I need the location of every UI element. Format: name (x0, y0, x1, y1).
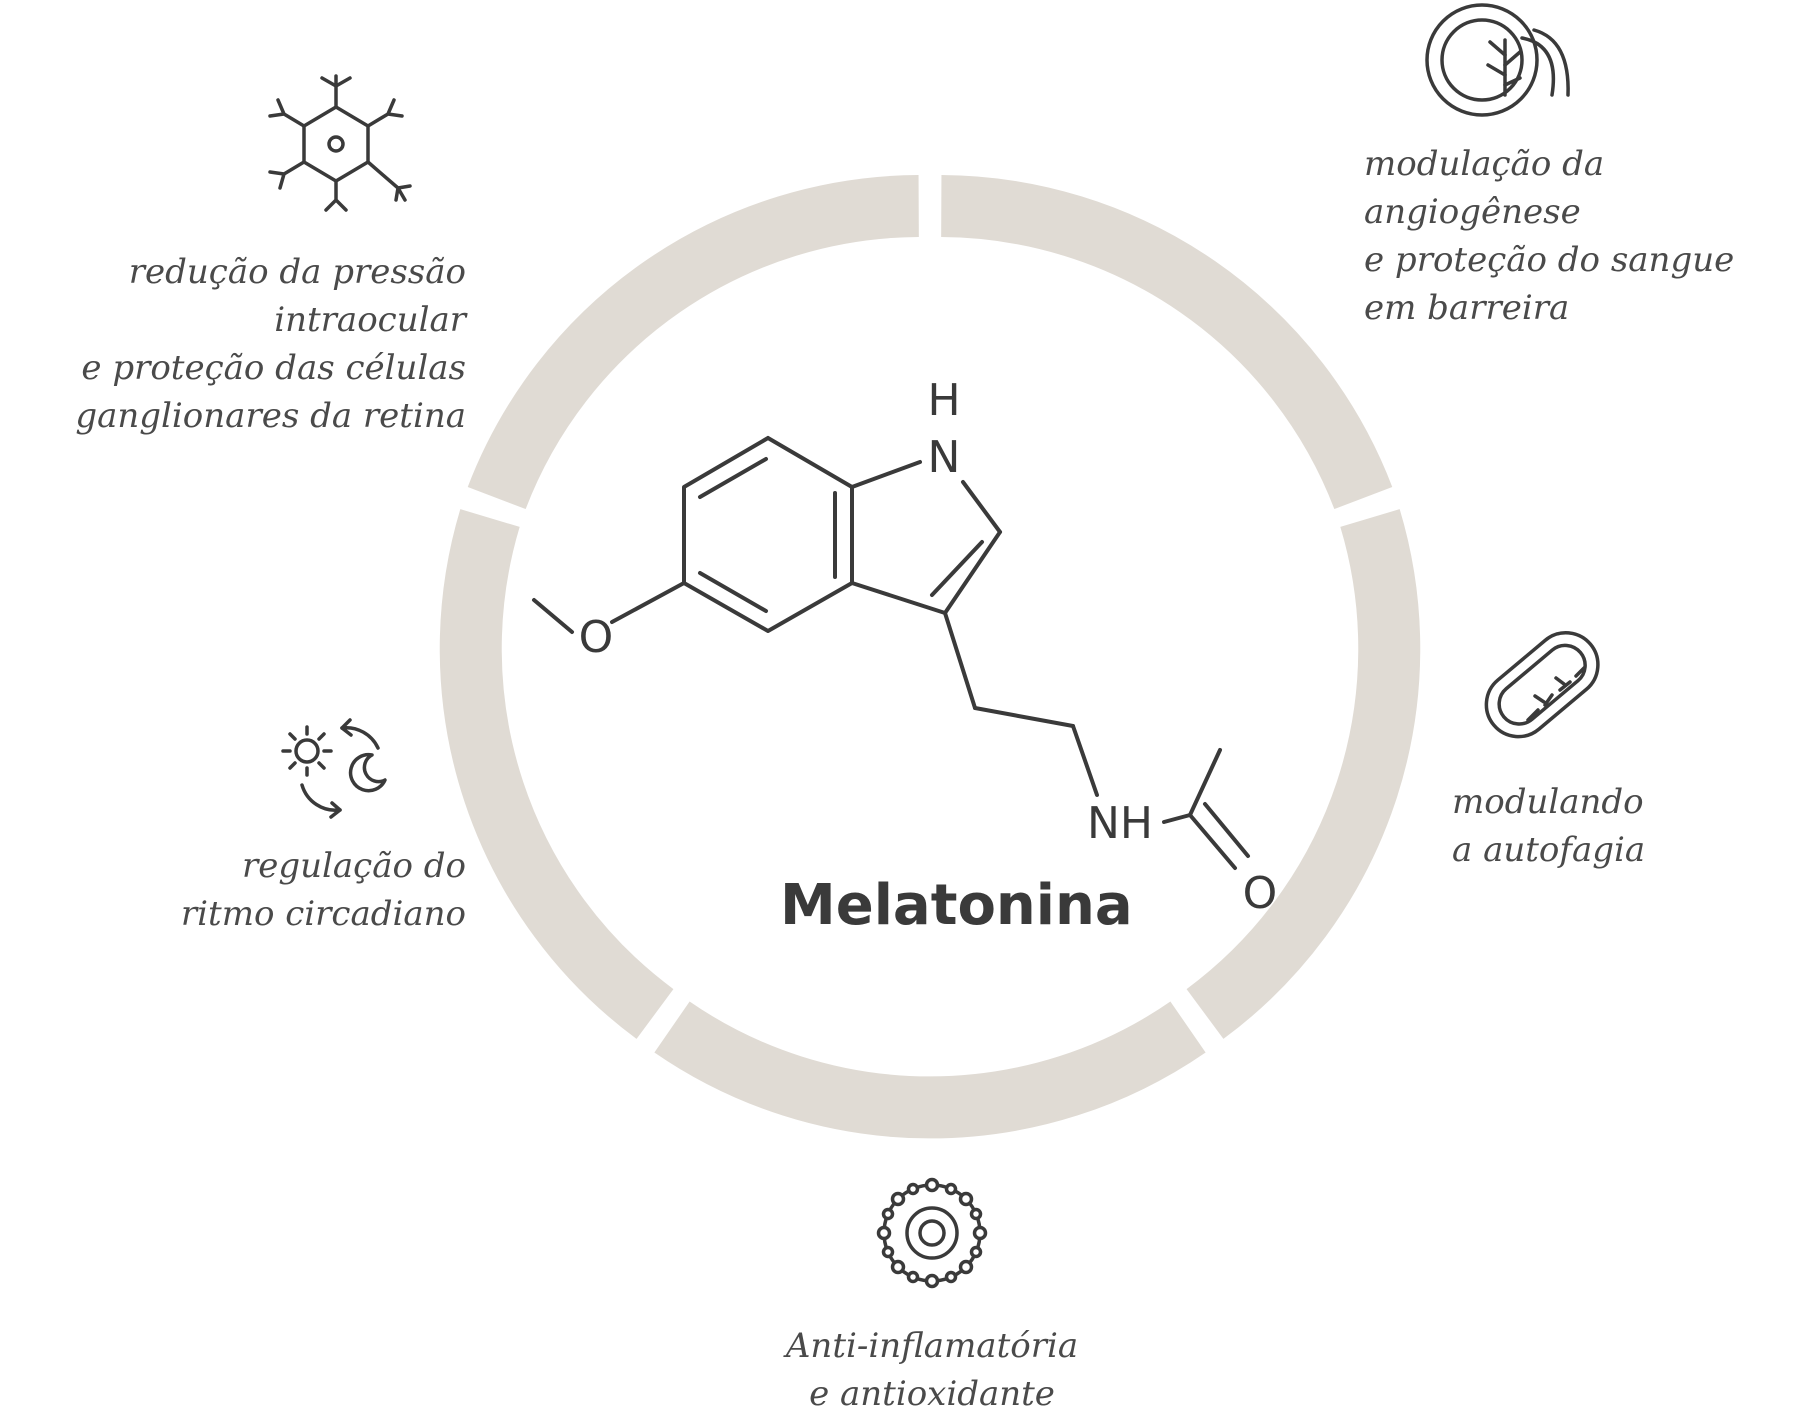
benefit-angiogenesis-line: angiogênese (1364, 192, 1581, 232)
benefit-pressure-line: e proteção das células (81, 348, 466, 388)
eye-icon (1425, 3, 1570, 117)
benefit-circadian-line: regulação do (241, 846, 466, 886)
benefit-pressure-line: intraocular (274, 300, 466, 340)
mitochondria-icon (1484, 631, 1600, 739)
atom-oxygen-carbonyl: O (1243, 868, 1278, 919)
atom-nitrogen: N (928, 432, 961, 483)
atom-nh: NH (1087, 798, 1153, 849)
ring (439, 175, 1421, 1139)
ring-segment-right (1186, 509, 1421, 1039)
ring-segment-left (439, 509, 674, 1039)
ring-segment-bottom (654, 1001, 1206, 1139)
benefit-angiogenesis-line: modulação da (1364, 144, 1605, 184)
benefit-inflammation-line: e antioxidante (809, 1374, 1055, 1414)
ring-segment-top-right (941, 175, 1393, 510)
benefit-pressure-line: redução da pressão (128, 252, 466, 292)
benefit-inflammation: Anti-inflamatória e antioxidante (732, 1322, 1132, 1418)
benefit-circadian-line: ritmo circadiano (180, 894, 466, 934)
day-night-cycle-icon (281, 718, 387, 819)
ring-segment-top-left (467, 175, 919, 510)
benefit-circadian: regulação do ritmo circadiano (181, 842, 466, 938)
benefit-autophagy-line: a autofagia (1452, 830, 1646, 870)
atom-hydrogen: H (927, 375, 960, 426)
molecule-title: Melatonina (780, 873, 1133, 938)
benefit-angiogenesis-line: em barreira (1364, 288, 1570, 328)
antioxidant-icon (876, 1177, 988, 1289)
benefit-angiogenesis: modulação da angiogênese e proteção do s… (1364, 140, 1734, 332)
atom-oxygen-methoxy: O (579, 612, 614, 663)
benefit-inflammation-line: Anti-inflamatória (785, 1326, 1079, 1366)
benefit-angiogenesis-line: e proteção do sangue (1364, 240, 1735, 280)
benefit-pressure-line: ganglionares da retina (75, 396, 466, 436)
benefit-pressure: redução da pressão intraocular e proteçã… (75, 248, 466, 440)
benefit-autophagy-line: modulando (1452, 782, 1644, 822)
benefit-autophagy: modulando a autofagia (1452, 778, 1645, 874)
neuron-icon (268, 74, 412, 212)
melatonin-molecule (532, 436, 1250, 870)
